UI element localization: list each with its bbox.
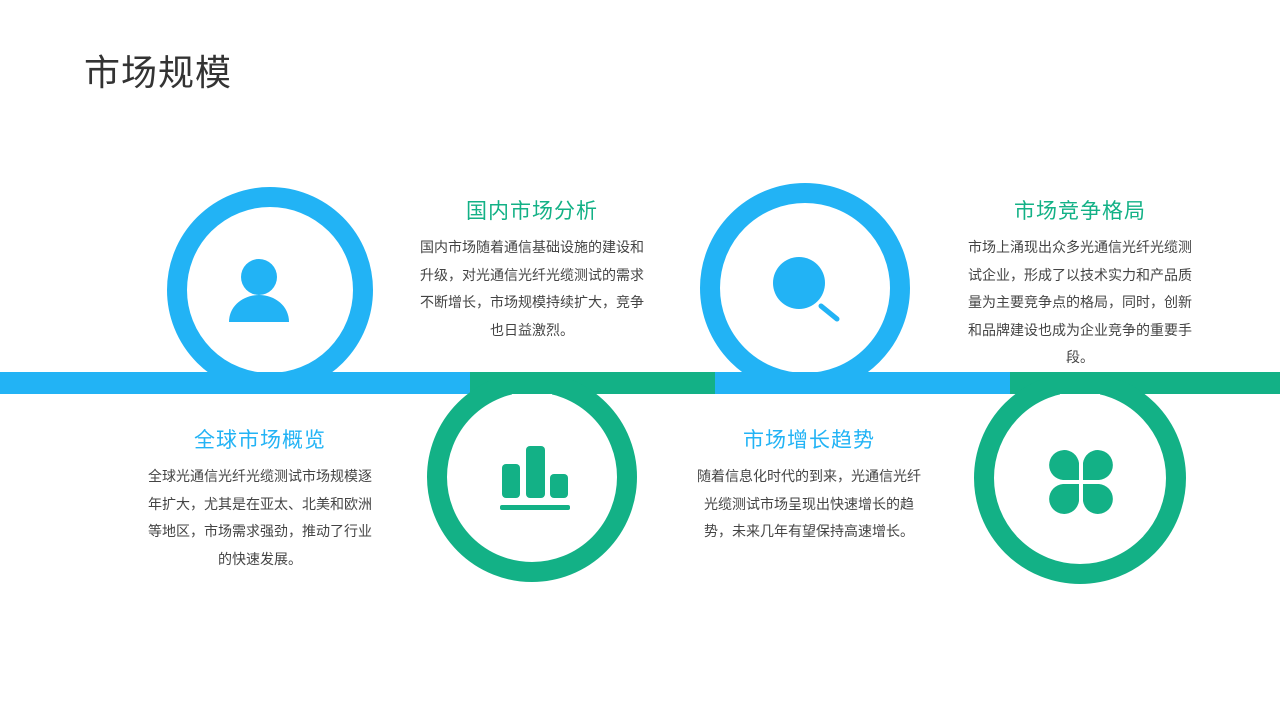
bar-chart-icon <box>500 446 570 510</box>
loop-blue-2 <box>700 183 1035 394</box>
step-heading: 市场增长趋势 <box>743 428 875 452</box>
step-heading: 国内市场分析 <box>466 199 598 223</box>
step-domestic-analysis: 国内市场分析 国内市场随着通信基础设施的建设和升级，对光通信光纤光缆测试的需求不… <box>416 195 648 345</box>
search-icon <box>773 257 840 322</box>
loop-green-1 <box>427 372 735 582</box>
step-growth-trend: 市场增长趋势 随着信息化时代的到来，光通信光纤光缆测试市场呈现出快速增长的趋势，… <box>693 424 925 547</box>
loop-green-2 <box>974 372 1280 584</box>
step-heading: 市场竞争格局 <box>1014 199 1146 223</box>
step-body: 全球光通信光纤光缆测试市场规模逐年扩大，尤其是在亚太、北美和欧洲等地区，市场需求… <box>148 469 372 568</box>
step-body: 国内市场随着通信基础设施的建设和升级，对光通信光纤光缆测试的需求不断增长，市场规… <box>420 240 644 339</box>
page-title: 市场规模 <box>84 53 233 94</box>
four-petal-icon <box>1049 450 1113 514</box>
step-body: 市场上涌现出众多光通信光纤光缆测试企业，形成了以技术实力和产品质量为主要竞争点的… <box>968 240 1192 366</box>
step-heading: 全球市场概览 <box>194 428 326 452</box>
step-body: 随着信息化时代的到来，光通信光纤光缆测试市场呈现出快速增长的趋势，未来几年有望保… <box>697 469 921 540</box>
loop-blue-1 <box>0 187 490 394</box>
user-icon <box>229 259 289 322</box>
step-global-overview: 全球市场概览 全球光通信光纤光缆测试市场规模逐年扩大，尤其是在亚太、北美和欧洲等… <box>142 424 378 574</box>
step-competition-landscape: 市场竞争格局 市场上涌现出众多光通信光纤光缆测试企业，形成了以技术实力和产品质量… <box>962 195 1198 373</box>
